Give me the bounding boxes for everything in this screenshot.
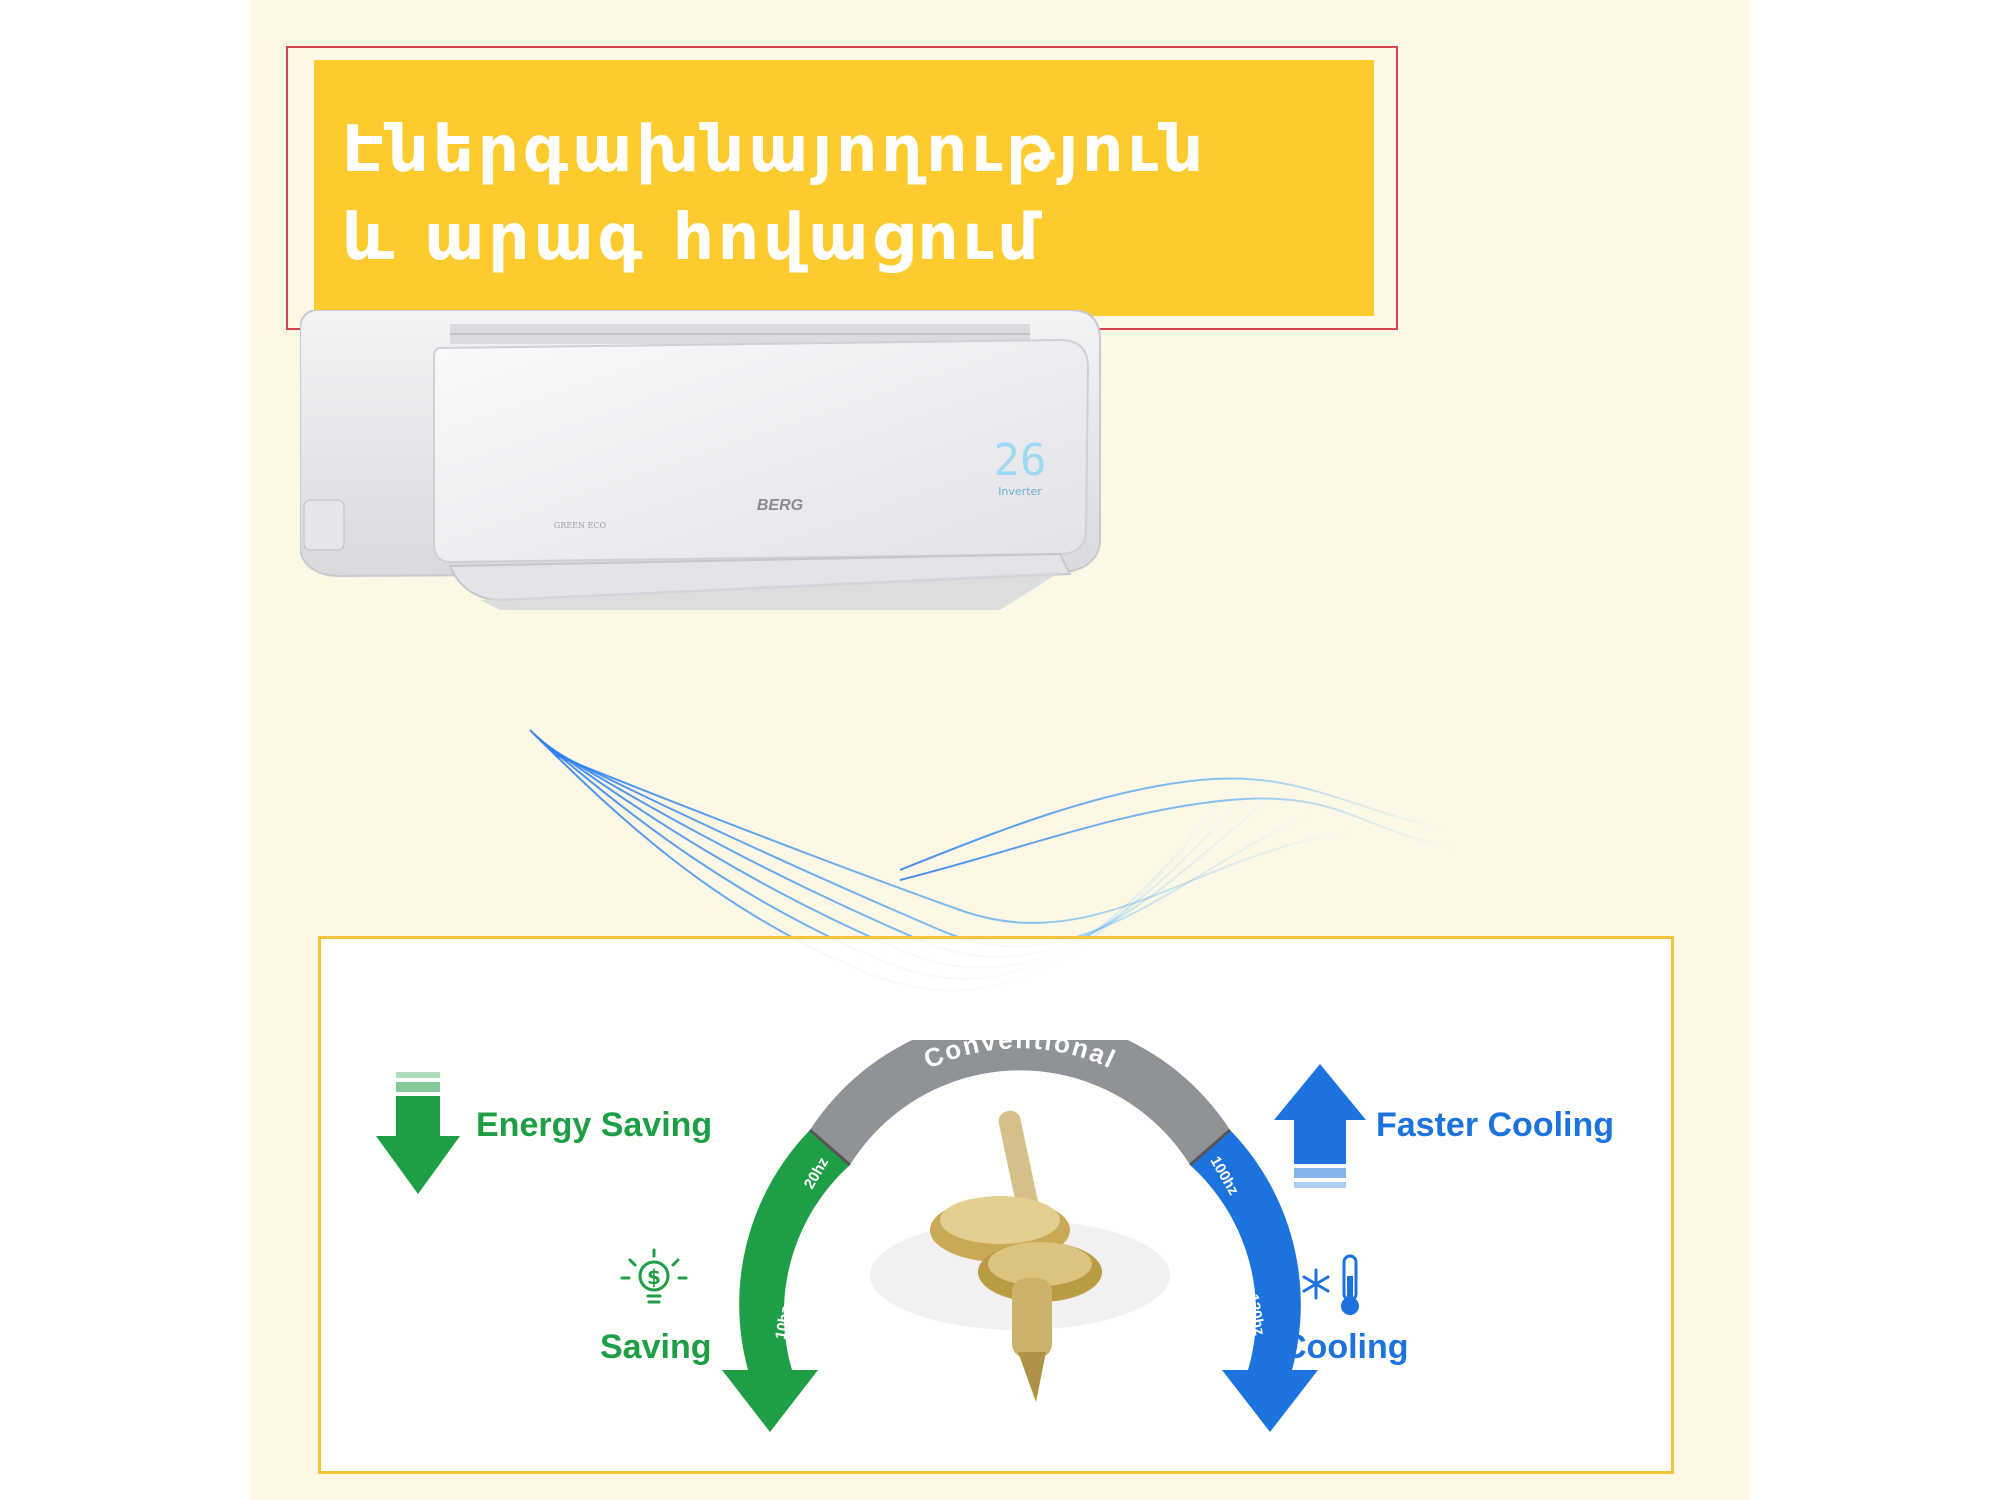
tick-120hz: 120hz	[1244, 1293, 1268, 1337]
banner-title-line-1: Էներգախնայողություն	[342, 113, 1208, 187]
tick-10hz: 10hz	[772, 1305, 795, 1341]
cooling-label: Cooling	[1282, 1328, 1409, 1366]
cooling-arc	[1190, 1130, 1301, 1370]
inverter-label: Inverter	[998, 485, 1042, 498]
svg-text:$: $	[647, 1265, 661, 1289]
saving-arc	[739, 1130, 850, 1370]
snowflake-thermometer-icon	[1302, 1254, 1359, 1315]
arrow-up-icon	[1274, 1064, 1366, 1188]
air-conditioner-illustration: 26 Inverter BERG GREEN ECO	[300, 310, 1461, 992]
cooling-arrowhead	[1222, 1370, 1318, 1432]
compressor-icon	[870, 1110, 1170, 1402]
lightbulb-dollar-icon: $	[620, 1248, 688, 1304]
model-badge: GREEN ECO	[554, 521, 607, 530]
banner-title-line-2: և արագ հովացում	[342, 201, 1043, 275]
saving-arrowhead	[722, 1370, 818, 1432]
saving-label: Saving	[600, 1328, 712, 1366]
energy-saving-label: Energy Saving	[476, 1106, 713, 1144]
conventional-arc	[810, 1040, 1230, 1165]
faster-cooling-label: Faster Cooling	[1376, 1106, 1615, 1144]
temperature-display: 26	[994, 435, 1047, 486]
airflow-waves	[529, 729, 1461, 992]
title-banner: Էներգախնայողություն և արագ հովացում	[314, 60, 1374, 316]
arrow-down-icon	[376, 1072, 460, 1194]
frequency-gauge: Conventional 20hz 10hz 100hz 120hz	[722, 1040, 1318, 1432]
brand-logo: BERG	[757, 497, 803, 514]
